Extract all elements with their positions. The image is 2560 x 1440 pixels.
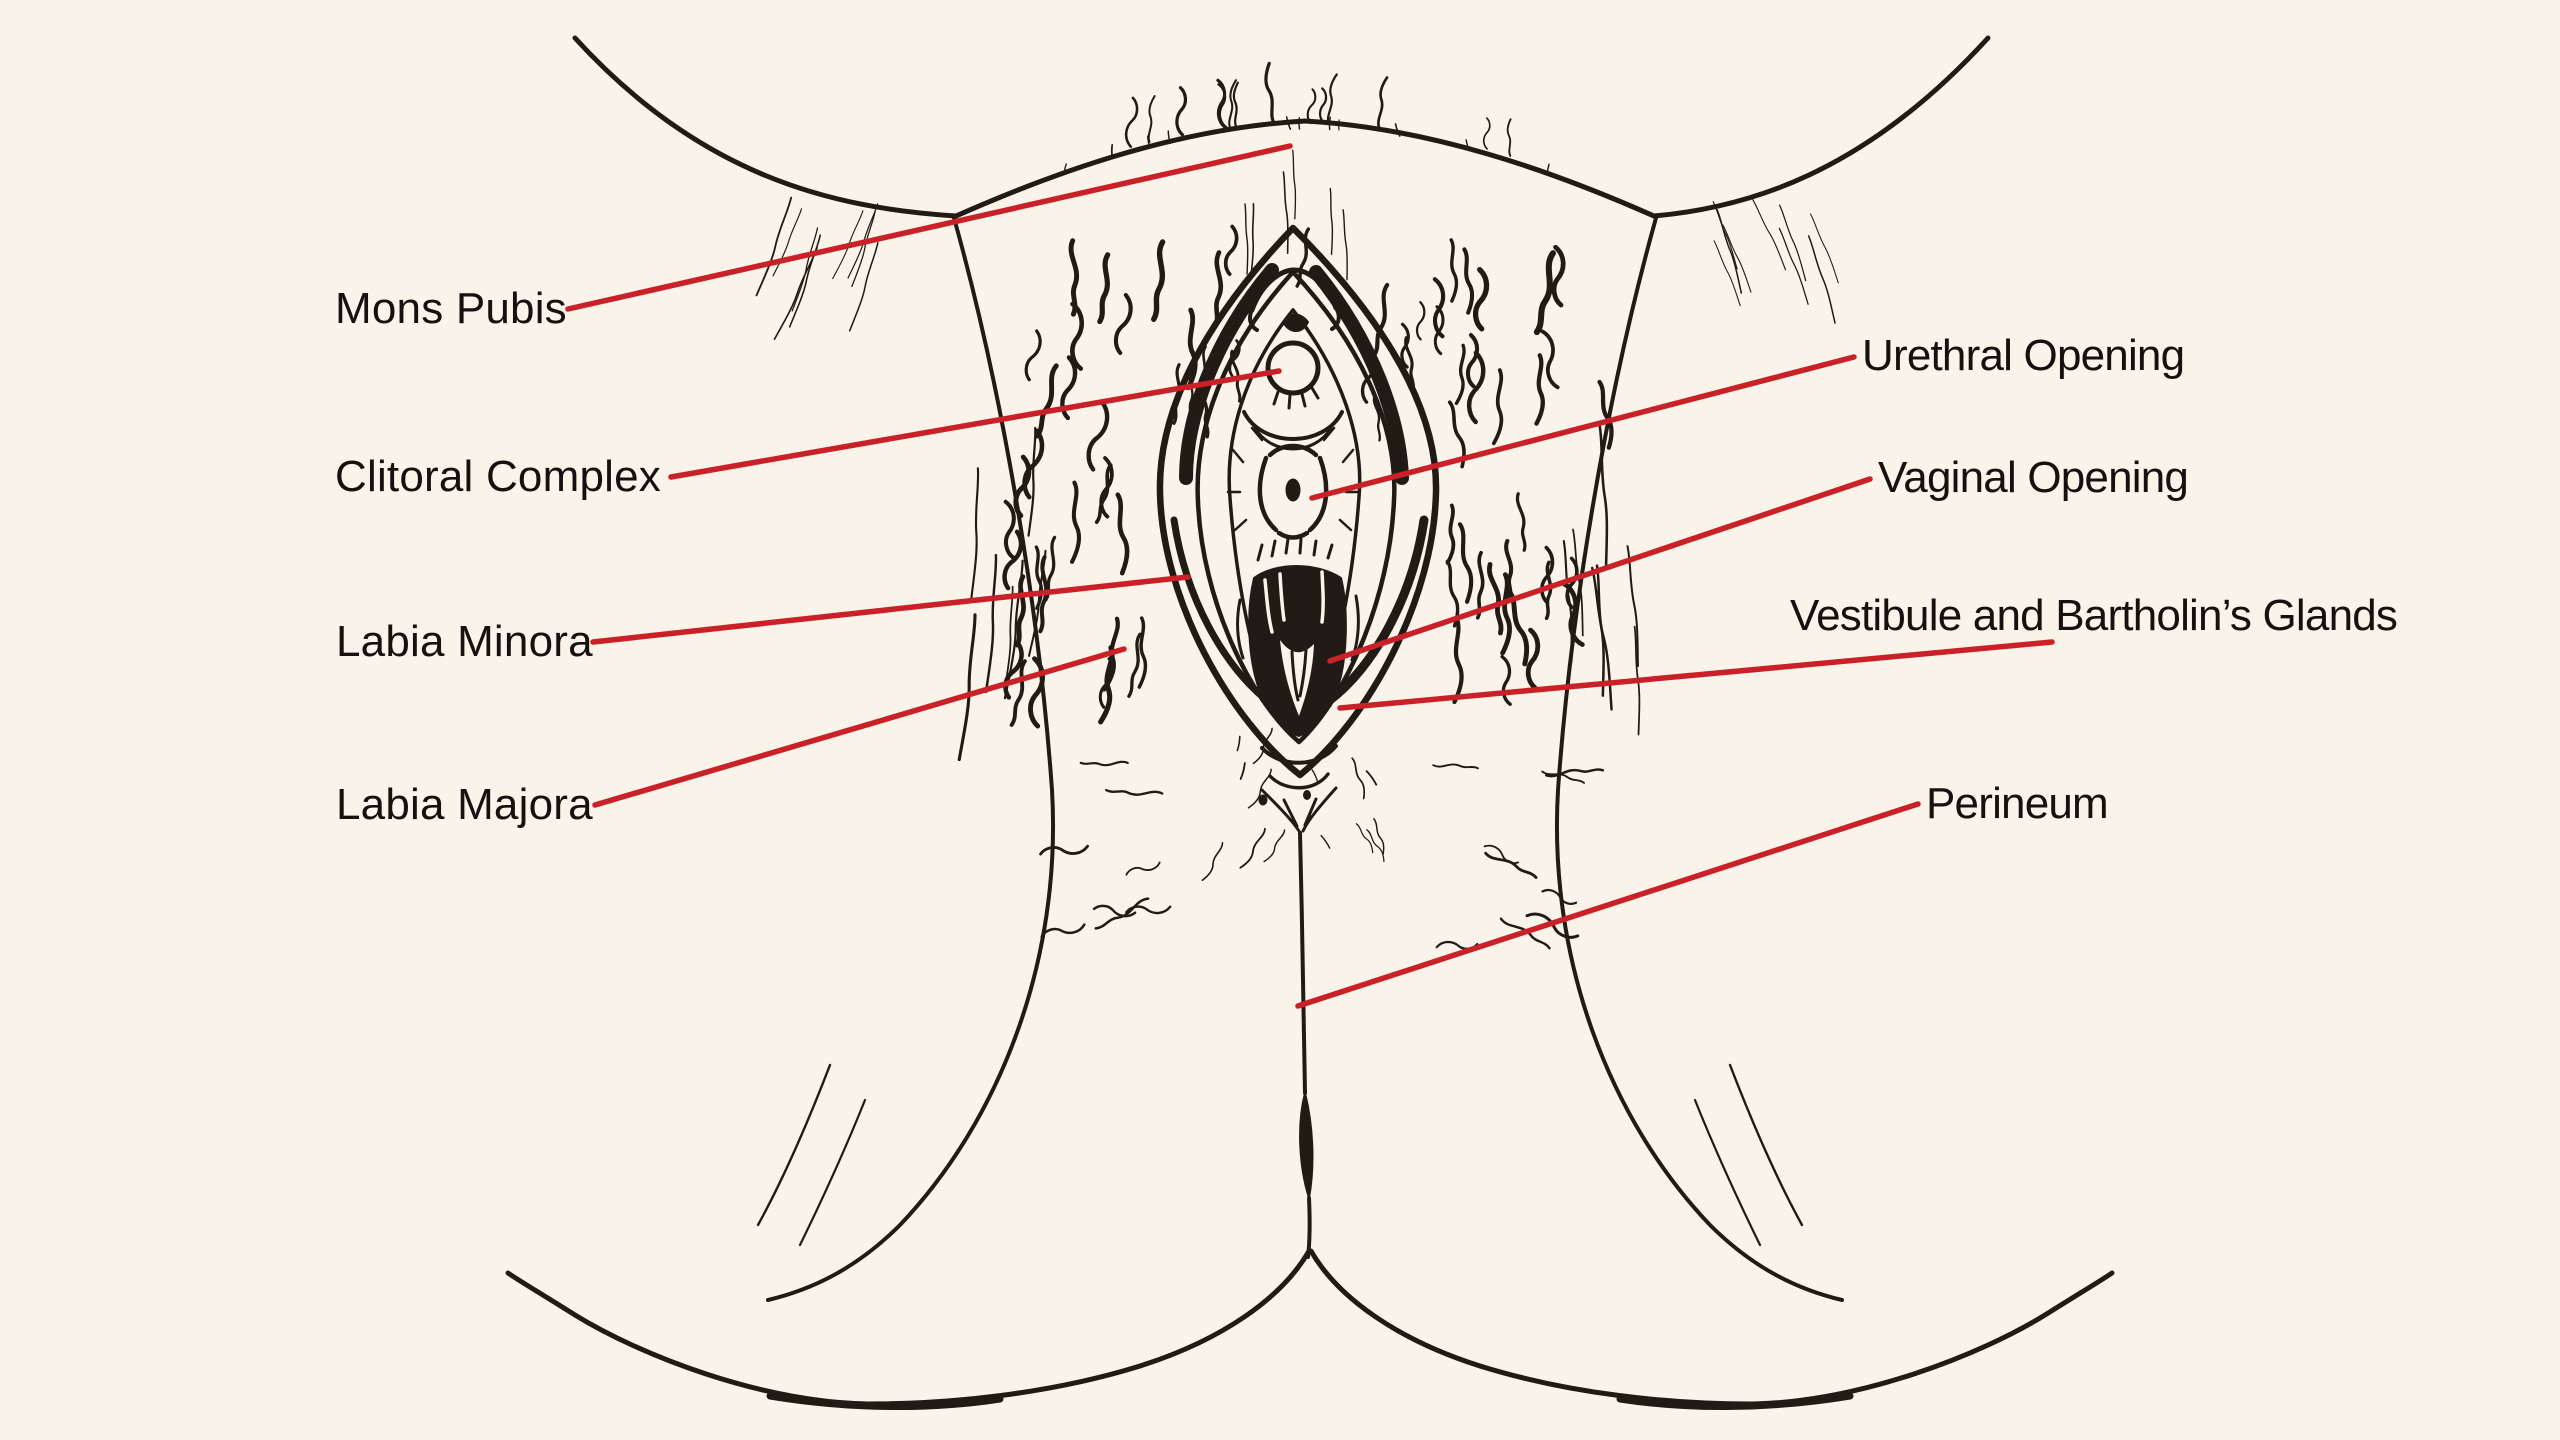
label-mons-pubis: Mons Pubis (335, 284, 567, 333)
leader-line-vaginal-opening (1327, 476, 1873, 664)
labia-minora-outline (1195, 269, 1397, 745)
leader-line-labia-minora (590, 574, 1191, 645)
labia-majora-outline (1156, 224, 1440, 779)
leader-line-perineum (1295, 801, 1921, 1009)
gluteal-fold-left (505, 1248, 1312, 1407)
perineal-raphe (1298, 831, 1307, 1095)
mons-hairline (953, 118, 1657, 219)
urethral-opening-dot (1285, 478, 1301, 502)
pubic-hair-strokes (755, 61, 1841, 951)
raphe-spindle (1299, 1092, 1314, 1199)
label-urethral-opening: Urethral Opening (1862, 331, 2185, 380)
label-labia-minora: Labia Minora (336, 617, 593, 666)
leader-lines (565, 143, 2055, 1009)
groin-thigh-line-left (766, 216, 1055, 1302)
urethral-opening-rim (1257, 443, 1329, 540)
leader-line-vestibule (1337, 639, 2055, 711)
leader-line-urethral-opening (1309, 354, 1857, 501)
hip-contour-right (1651, 35, 1991, 219)
fourchette (1260, 744, 1338, 765)
label-clitoral-complex: Clitoral Complex (335, 452, 661, 501)
label-vestibule-and-bartholins-glands: Vestibule and Bartholin’s Glands (1790, 591, 2398, 640)
leader-line-labia-majora (592, 646, 1127, 808)
label-perineum: Perineum (1926, 779, 2109, 828)
gluteal-fold-right (1308, 1248, 2115, 1407)
label-labia-majora: Labia Majora (336, 780, 593, 829)
leader-line-clitoral-complex (668, 368, 1282, 480)
leader-line-mons-pubis (565, 143, 1293, 312)
clitoral-hood (1249, 267, 1339, 313)
body-line-art (505, 35, 2115, 1410)
label-vaginal-opening: Vaginal Opening (1878, 453, 2189, 502)
hip-contour-left (572, 35, 959, 219)
clitoral-glans (1265, 340, 1321, 396)
